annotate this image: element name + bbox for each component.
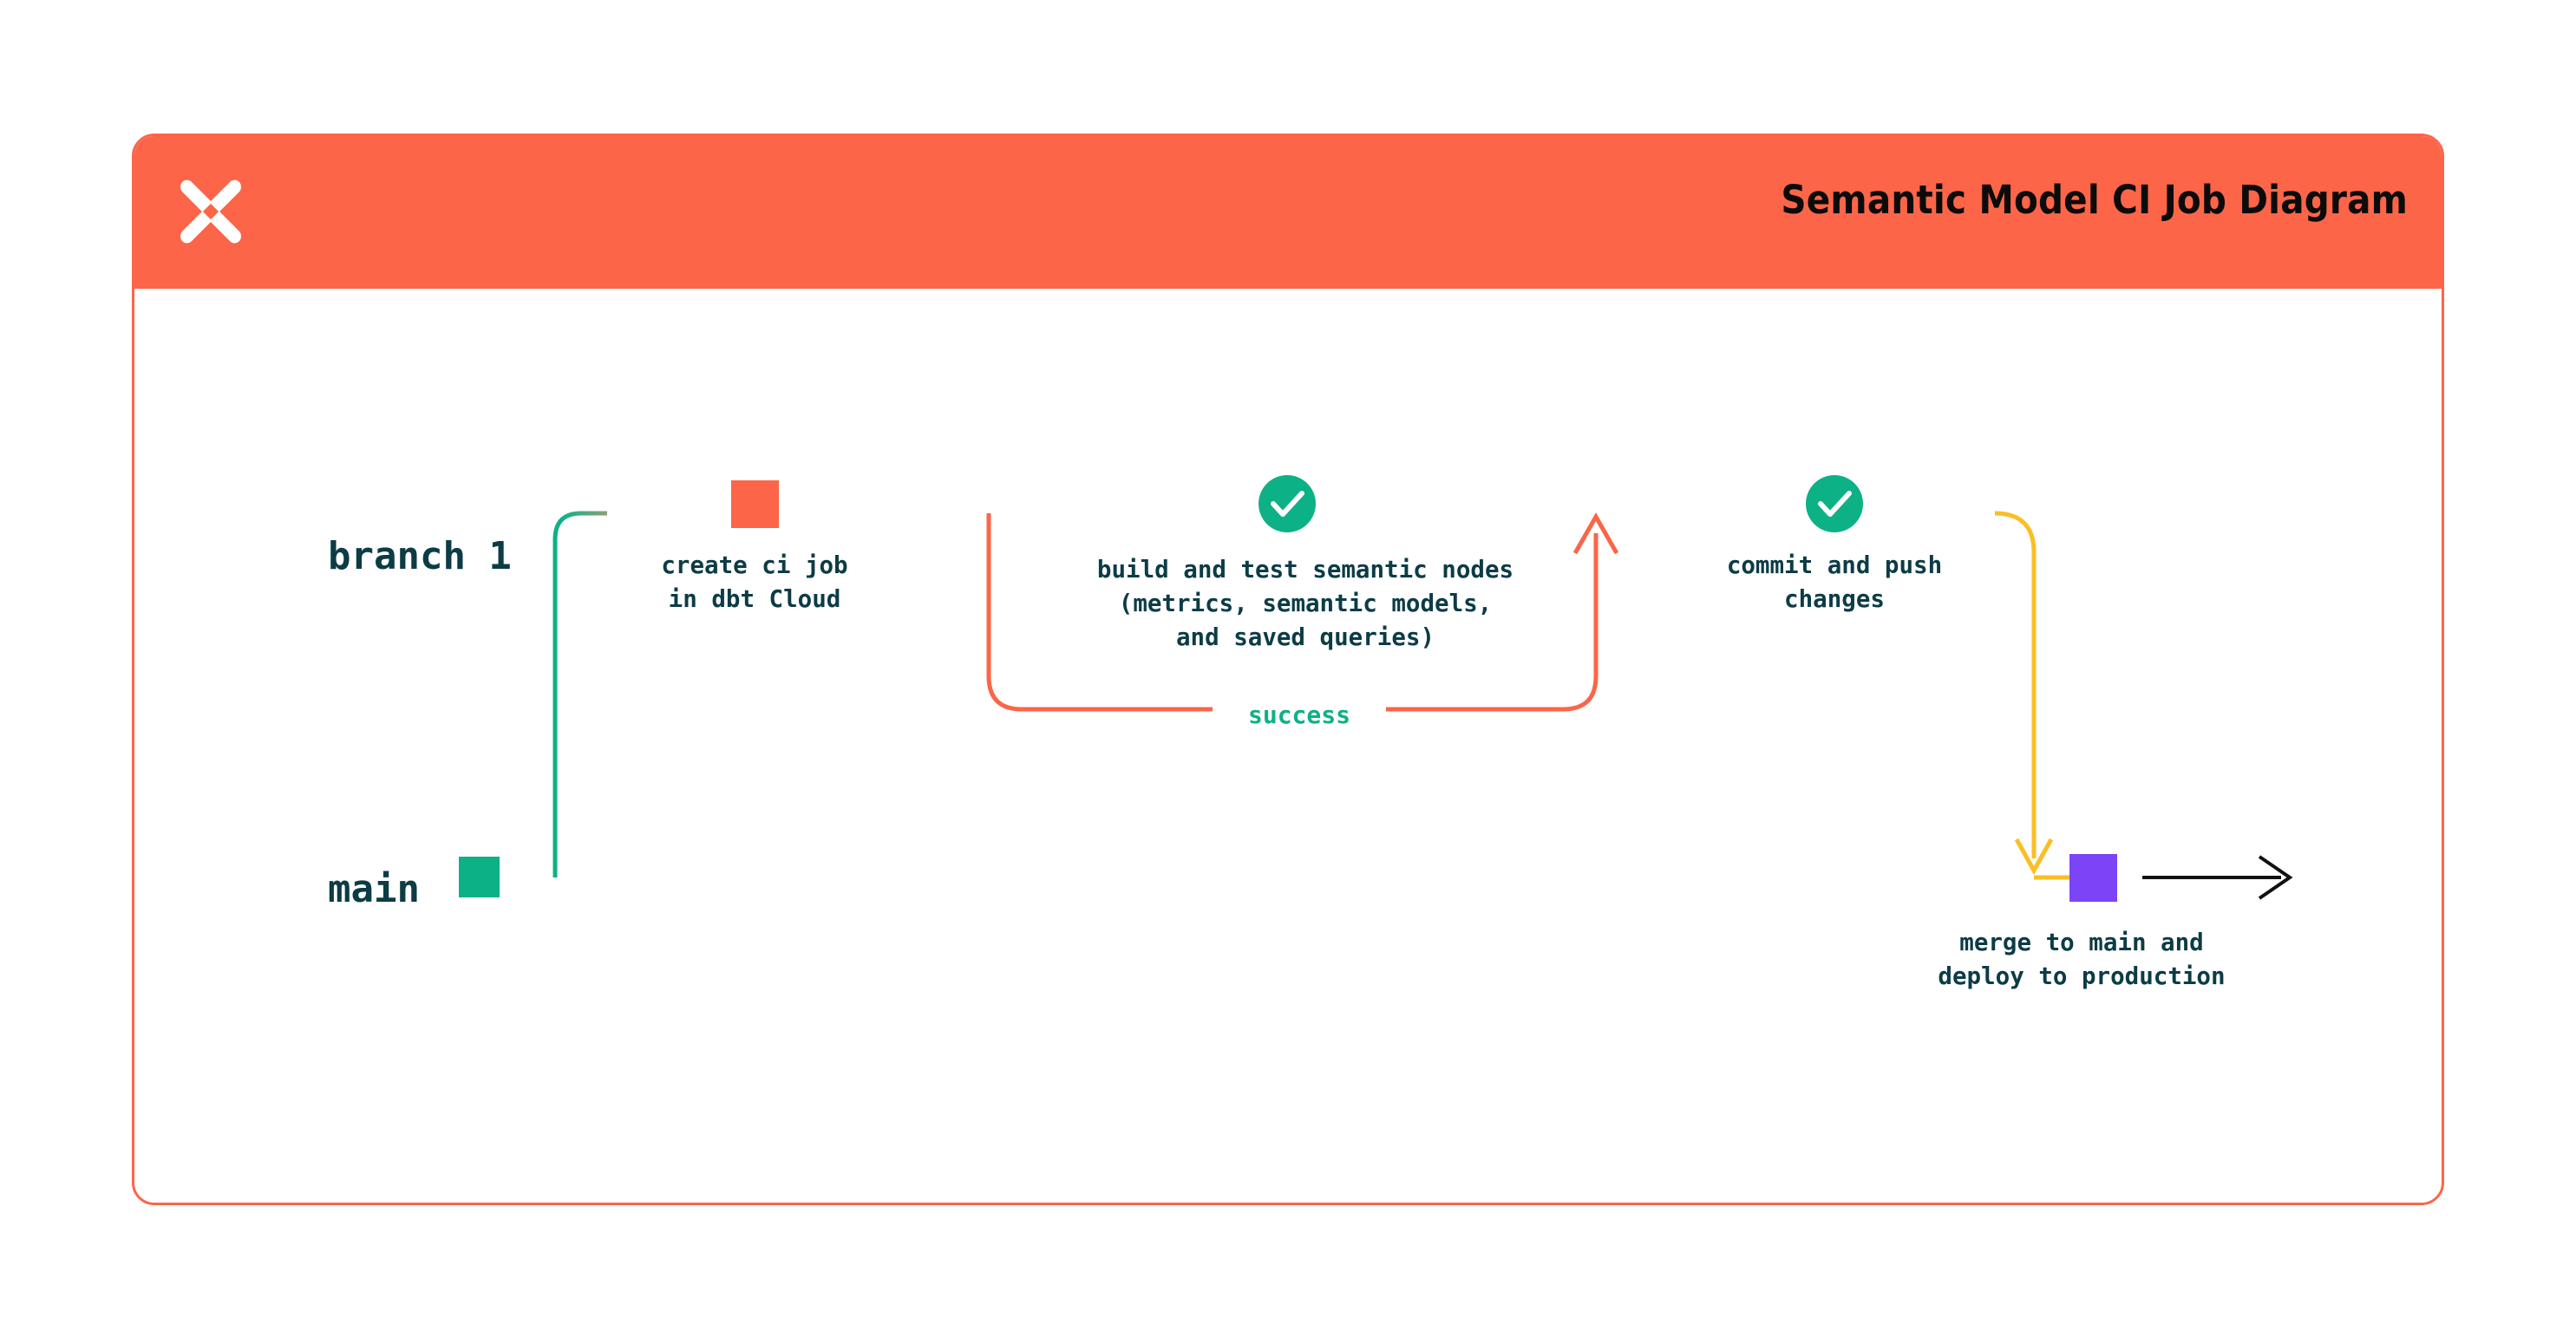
lane-label-main: main xyxy=(328,867,420,911)
dbt-x-logo-icon xyxy=(180,179,241,244)
lane-label-branch1: branch 1 xyxy=(328,534,512,578)
card-header: Semantic Model CI Job Diagram xyxy=(134,136,2442,289)
diagram-card: Semantic Model CI Job Diagram xyxy=(132,134,2444,1205)
edge-label-success: success xyxy=(1213,698,1386,732)
node-label-create-ci-job: create ci job in dbt Cloud xyxy=(661,551,848,614)
node-label-build-and-test: build and test semantic nodes (metrics, … xyxy=(1096,556,1514,652)
node-label-commit-and-push: commit and push changes xyxy=(1726,551,1943,614)
page-title: Semantic Model CI Job Diagram xyxy=(1781,177,2408,223)
node-label-merge-to-main: merge to main and deploy to production xyxy=(1938,929,2226,991)
